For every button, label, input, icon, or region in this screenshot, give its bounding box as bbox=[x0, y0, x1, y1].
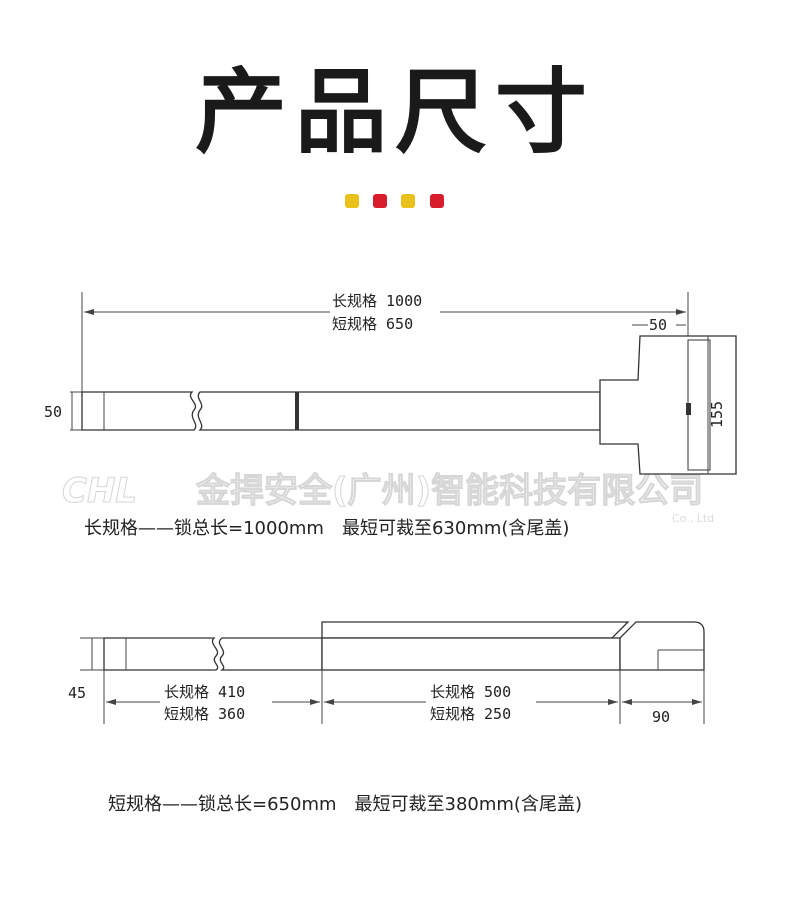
bar2-head bbox=[619, 621, 705, 671]
bar2-mid-segment bbox=[218, 637, 323, 671]
dot-3 bbox=[401, 194, 415, 208]
decorative-dots bbox=[339, 194, 451, 208]
dot-1 bbox=[345, 194, 359, 208]
arrow2-5 bbox=[622, 699, 632, 705]
arrow2-1 bbox=[106, 699, 116, 705]
watermark: CHL 金捍安全(广州)智能科技有限公司 Co., Ltd bbox=[62, 471, 715, 526]
height2-label: 45 bbox=[68, 684, 86, 702]
bar-left-segment bbox=[81, 391, 197, 431]
watermark-company: 金捍安全(广州)智能科技有限公司 bbox=[195, 471, 703, 511]
cap-height-label: 155 bbox=[708, 401, 726, 428]
watermark-logo: CHL bbox=[62, 471, 137, 511]
arrow2-3 bbox=[324, 699, 334, 705]
arrow2-6 bbox=[692, 699, 702, 705]
bar-marker bbox=[295, 392, 299, 430]
lock-head-key bbox=[686, 403, 691, 415]
caption-short: 短规格——锁总长=650mm 最短可裁至380mm(含尾盖) bbox=[108, 794, 582, 815]
bar2-left-segment bbox=[103, 637, 219, 671]
bar-right-segment bbox=[197, 391, 601, 431]
mid-long-label: 长规格 500 bbox=[430, 683, 511, 701]
mid-short-label: 短规格 250 bbox=[430, 705, 511, 723]
left-short-label: 短规格 360 bbox=[164, 705, 245, 723]
diagram-short-spec: 45 长规格 410 短规格 360 长规格 500 短规格 250 90 短规… bbox=[68, 621, 705, 815]
dot-2 bbox=[373, 194, 387, 208]
left-long-label: 长规格 410 bbox=[164, 683, 245, 701]
end2-width-label: 90 bbox=[652, 708, 670, 726]
arrow-left bbox=[84, 309, 94, 315]
arrow2-4 bbox=[608, 699, 618, 705]
bar2-body bbox=[321, 637, 621, 671]
bar2-push-top bbox=[321, 621, 630, 639]
watermark-company-en: Co., Ltd bbox=[672, 512, 714, 525]
arrow-right bbox=[676, 309, 686, 315]
arrow2-2 bbox=[310, 699, 320, 705]
total-long-label: 长规格 1000 bbox=[332, 292, 422, 310]
total-short-label: 短规格 650 bbox=[332, 315, 413, 333]
height-label: 50 bbox=[44, 403, 62, 421]
dot-4 bbox=[430, 194, 444, 208]
diagram-long-spec: 长规格 1000 短规格 650 50 50 155 长规格——锁总长=1000… bbox=[44, 292, 737, 539]
end-width-label: 50 bbox=[649, 316, 667, 334]
caption-long: 长规格——锁总长=1000mm 最短可裁至630mm(含尾盖) bbox=[84, 518, 569, 539]
page-title: 产品尺寸 bbox=[194, 59, 595, 166]
lock-head-cap bbox=[687, 339, 711, 471]
